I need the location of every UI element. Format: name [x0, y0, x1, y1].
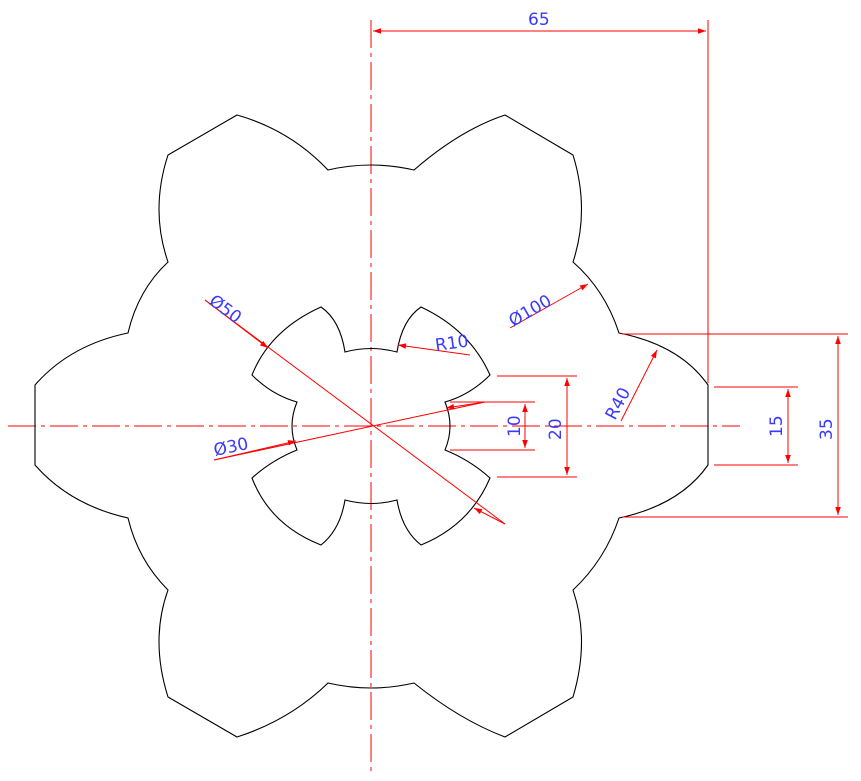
- dim-text-20: 20: [546, 418, 566, 440]
- dim-line-dia30: [213, 401, 486, 461]
- dim-text-r10: R10: [434, 331, 470, 355]
- leader-dia100: [509, 283, 589, 329]
- dim-arrow-dia30-a: [213, 440, 297, 461]
- dim-arrow-dia50-b: [473, 507, 506, 525]
- dim-text-15: 15: [767, 415, 787, 437]
- dim-line-dia50: [204, 299, 506, 525]
- dim-text-65: 65: [528, 10, 550, 30]
- dim-arrow-dia30-b: [445, 401, 486, 410]
- dimension-lines: [204, 20, 848, 525]
- dim-text-35: 35: [817, 418, 837, 440]
- outer-profile: [34, 114, 709, 738]
- inner-cutout: [251, 306, 491, 546]
- leader-r40: [620, 349, 658, 422]
- dim-text-dia30: Ø30: [212, 434, 250, 461]
- dim-text-dia50: Ø50: [205, 291, 245, 328]
- dimension-texts: 65 Ø50 Ø100 R10 R40 Ø30 10 20 15 35: [205, 10, 837, 461]
- centerlines: [8, 20, 740, 772]
- leader-r10: [397, 343, 471, 356]
- dim-arrow-dia50-a: [204, 299, 269, 349]
- dim-text-10: 10: [505, 415, 525, 437]
- dim-text-dia100: Ø100: [506, 291, 556, 331]
